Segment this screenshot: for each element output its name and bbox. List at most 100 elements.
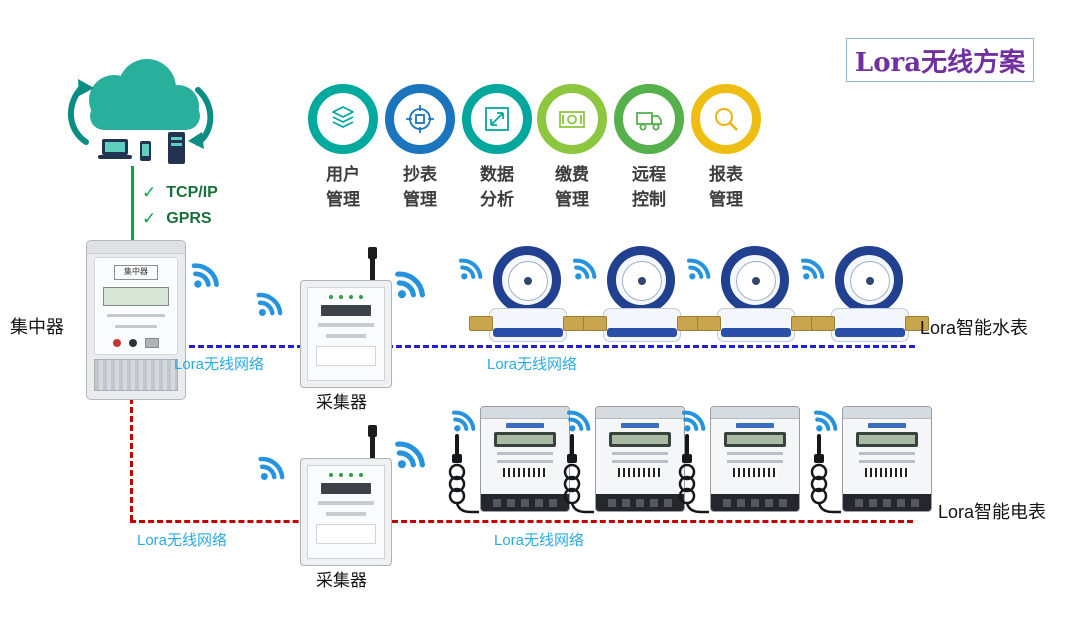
payment-icon bbox=[537, 84, 607, 154]
terminal-cover bbox=[94, 359, 178, 391]
meter-body bbox=[489, 308, 567, 342]
electric-meter bbox=[668, 400, 800, 518]
pipe-fitting bbox=[697, 316, 721, 331]
device-top-cap bbox=[843, 407, 931, 419]
brand-mark bbox=[736, 423, 774, 428]
lcd-display bbox=[609, 432, 671, 447]
protocol-checklist: ✓ TCP/IP ✓ GPRS bbox=[142, 180, 218, 232]
feature-payment: 缴费 管理 bbox=[534, 84, 610, 212]
meter-body bbox=[717, 308, 795, 342]
panel-line bbox=[326, 334, 366, 338]
panel-line bbox=[859, 460, 915, 463]
wifi-icon bbox=[671, 393, 722, 444]
protocol-row-gprs: ✓ GPRS bbox=[142, 206, 218, 232]
dial-face bbox=[736, 261, 776, 301]
device-top-cap bbox=[596, 407, 684, 419]
barcode bbox=[733, 468, 777, 477]
meter-body bbox=[603, 308, 681, 342]
dial-face bbox=[508, 261, 548, 301]
feature-label: 数据 分析 bbox=[480, 162, 514, 212]
pipe-fitting bbox=[583, 316, 607, 331]
brand-mark bbox=[868, 423, 906, 428]
device-panel bbox=[307, 465, 385, 559]
wifi-icon bbox=[246, 437, 302, 493]
panel-line bbox=[727, 460, 783, 463]
network-label-blue-right: Lora无线网络 bbox=[487, 356, 578, 373]
cloud-to-concentrator-line bbox=[131, 166, 134, 242]
wifi-icon bbox=[556, 393, 607, 444]
feature-label-line2: 管理 bbox=[709, 190, 743, 209]
meter-body bbox=[842, 406, 932, 512]
electric-meter bbox=[553, 400, 685, 518]
concentrator-label: 集中器 bbox=[10, 317, 64, 337]
antenna-cable bbox=[810, 434, 841, 514]
feature-label-line2: 管理 bbox=[326, 190, 360, 209]
feature-label: 缴费 管理 bbox=[555, 162, 589, 212]
collector-top-label: 采集器 bbox=[316, 393, 367, 412]
lcd-display bbox=[724, 432, 786, 447]
wifi-icon bbox=[676, 241, 727, 292]
panel-line bbox=[859, 452, 915, 455]
water-meter-dial bbox=[835, 246, 903, 314]
label-tag bbox=[316, 346, 376, 366]
antenna bbox=[368, 425, 377, 462]
water-meter-group-label: Lora智能水表 bbox=[920, 318, 1029, 338]
led-row bbox=[308, 295, 384, 299]
led-row bbox=[308, 473, 384, 477]
water-meter bbox=[569, 246, 701, 346]
feature-label: 报表 管理 bbox=[709, 162, 743, 212]
electric-meter-group-label: Lora智能电表 bbox=[938, 502, 1047, 522]
device-body bbox=[300, 458, 392, 566]
feature-label: 远程 控制 bbox=[632, 162, 666, 212]
meter-body bbox=[480, 406, 570, 512]
water-meter bbox=[797, 246, 929, 346]
panel-line bbox=[612, 452, 668, 455]
device-controls bbox=[95, 338, 177, 348]
terminal-strip bbox=[843, 494, 931, 511]
pipe-fitting bbox=[811, 316, 835, 331]
panel-line bbox=[497, 460, 553, 463]
check-icon: ✓ bbox=[142, 183, 157, 202]
water-meter-dial bbox=[493, 246, 561, 314]
lora-network-line-red-horizontal bbox=[130, 520, 913, 523]
barcode bbox=[503, 468, 547, 477]
wifi-icon bbox=[803, 393, 854, 444]
lora-network-line-blue bbox=[180, 345, 915, 348]
dial-face bbox=[850, 261, 890, 301]
lcd-display bbox=[103, 287, 169, 306]
electric-meter bbox=[800, 400, 932, 518]
device-top-cap bbox=[711, 407, 799, 419]
feature-label-line1: 缴费 bbox=[555, 165, 589, 184]
panel-line bbox=[727, 452, 783, 455]
wifi-icon bbox=[244, 273, 300, 329]
water-meter-dial bbox=[721, 246, 789, 314]
water-meter-dial bbox=[607, 246, 675, 314]
wifi-icon bbox=[178, 242, 237, 301]
antenna-cable bbox=[678, 434, 709, 514]
protocol-tcpip-label: TCP/IP bbox=[166, 184, 218, 201]
protocol-gprs-label: GPRS bbox=[166, 210, 212, 227]
panel-line bbox=[497, 452, 553, 455]
panel-line bbox=[612, 460, 668, 463]
feature-label-line1: 远程 bbox=[632, 165, 666, 184]
wifi-icon bbox=[441, 393, 492, 444]
cloud-icon bbox=[67, 59, 214, 164]
meter-body bbox=[831, 308, 909, 342]
feature-label: 抄表 管理 bbox=[403, 162, 437, 212]
check-icon: ✓ bbox=[142, 209, 157, 228]
barcode bbox=[618, 468, 662, 477]
lora-network-line-red-vertical bbox=[130, 398, 133, 521]
panel-line bbox=[318, 501, 374, 505]
feature-label-line2: 分析 bbox=[480, 190, 514, 209]
panel-line bbox=[318, 323, 374, 327]
lcd-display bbox=[856, 432, 918, 447]
wifi-icon bbox=[562, 241, 613, 292]
protocol-row-tcpip: ✓ TCP/IP bbox=[142, 180, 218, 206]
network-label-red-left: Lora无线网络 bbox=[137, 532, 228, 549]
water-meter bbox=[455, 246, 587, 346]
feature-label-line1: 抄表 bbox=[403, 165, 437, 184]
wifi-icon bbox=[448, 241, 499, 292]
client-devices-icon bbox=[98, 132, 185, 164]
panel-line bbox=[107, 314, 165, 317]
feature-label-line2: 管理 bbox=[403, 190, 437, 209]
